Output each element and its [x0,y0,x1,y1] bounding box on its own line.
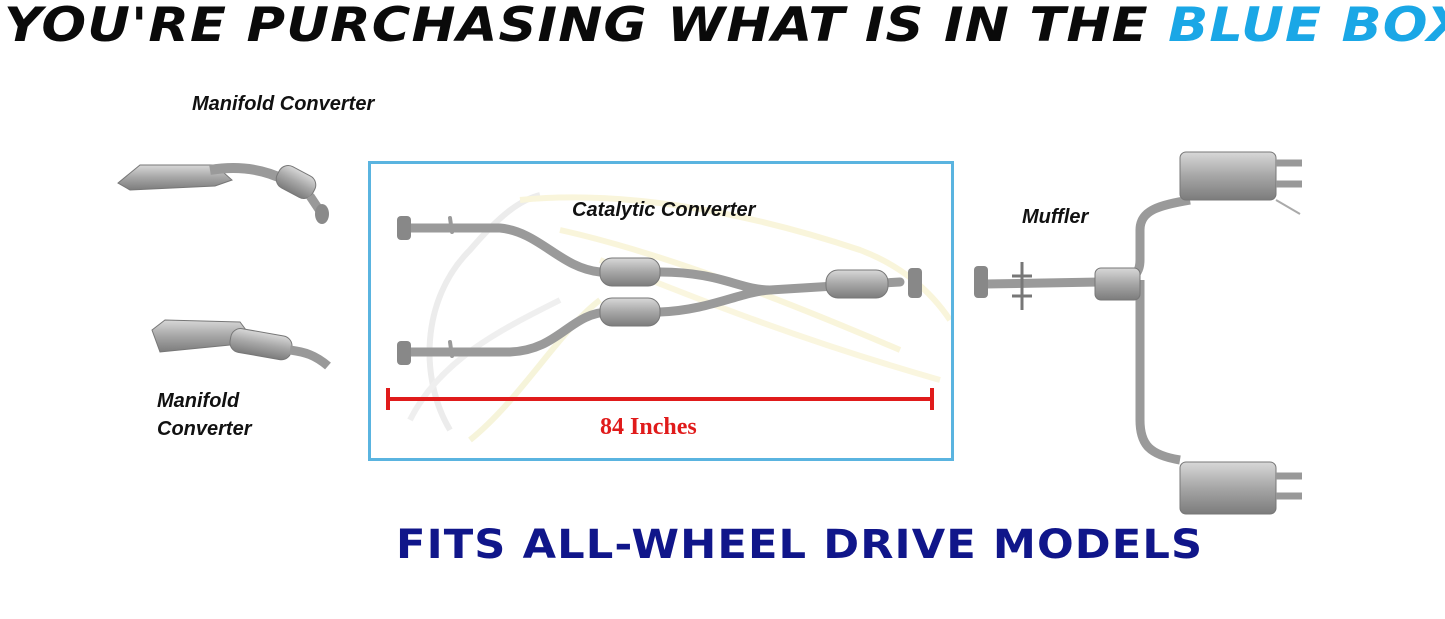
blue-box [368,161,954,461]
manifold-converter-bottom-label: Manifold Converter [157,390,252,440]
muffler-assembly [974,151,1302,515]
manifold-converter-top [117,163,329,224]
headline: YOU'RE PURCHASING WHAT IS IN THE BLUE BO… [4,0,1445,54]
measurement-line [386,388,934,410]
headline-accent: BLUE BOX [1168,0,1445,53]
fitment-banner: FITS ALL-WHEEL DRIVE MODELS [396,522,1204,568]
measurement-label: 84 Inches [600,414,697,440]
catalytic-converter-label: Catalytic Converter [572,199,756,221]
muffler-label: Muffler [1022,206,1089,228]
manifold-converter-top-label: Manifold Converter [192,93,375,115]
manifold-converter-bottom [151,319,331,370]
headline-text: YOU'RE PURCHASING WHAT IS IN THE [4,0,1169,53]
